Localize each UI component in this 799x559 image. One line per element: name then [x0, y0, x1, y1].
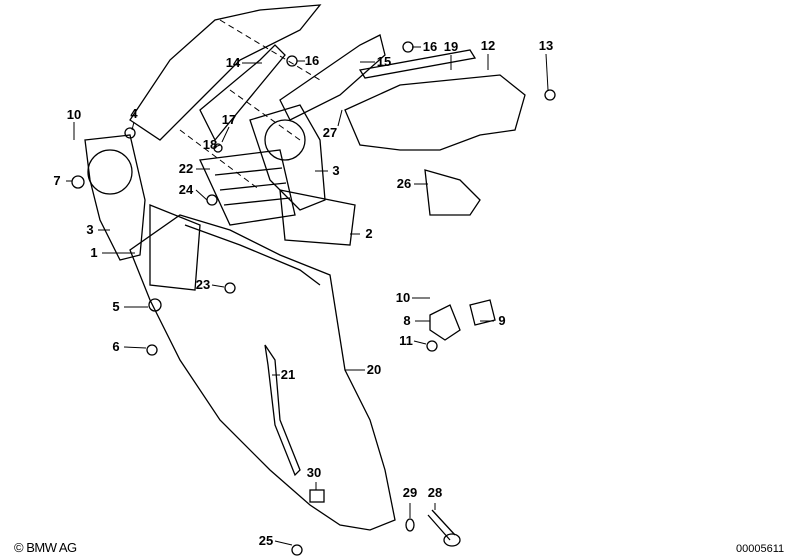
- speaker-bracket-right: [249, 104, 326, 211]
- part-label[interactable]: 3: [332, 163, 340, 178]
- part-label[interactable]: 27: [322, 125, 338, 140]
- part-label[interactable]: 8: [403, 313, 411, 328]
- part-label[interactable]: 21: [280, 367, 296, 382]
- part-label[interactable]: 16: [304, 53, 320, 68]
- part-label[interactable]: 5: [112, 299, 120, 314]
- part-label[interactable]: 19: [443, 39, 459, 54]
- part-label[interactable]: 25: [258, 533, 274, 548]
- part-label[interactable]: 10: [395, 290, 411, 305]
- part-label[interactable]: 23: [195, 277, 211, 292]
- part-label[interactable]: 11: [399, 333, 413, 348]
- rear-upper-trim: [129, 4, 322, 141]
- speaker-bracket-left: [84, 134, 146, 261]
- part-label[interactable]: 24: [178, 182, 194, 197]
- part-label[interactable]: 16: [422, 39, 438, 54]
- part-label[interactable]: 9: [498, 313, 506, 328]
- part-label[interactable]: 12: [480, 38, 496, 53]
- part-label[interactable]: 6: [112, 339, 120, 354]
- trim-1: [149, 204, 201, 291]
- bracket-8: [429, 304, 461, 341]
- part-label[interactable]: 2: [365, 226, 373, 241]
- part-label[interactable]: 22: [178, 161, 194, 176]
- part-label[interactable]: 30: [306, 465, 322, 480]
- cover-12: [344, 74, 526, 151]
- part-label[interactable]: 10: [66, 107, 82, 122]
- trim-strip-14: [199, 44, 286, 142]
- part-label[interactable]: 14: [225, 55, 241, 70]
- part-label[interactable]: 28: [427, 485, 443, 500]
- seal-21: [264, 344, 301, 477]
- clip-9: [469, 299, 496, 326]
- document-number: 00005611: [736, 543, 785, 555]
- part-label[interactable]: 18: [202, 137, 218, 152]
- part-label[interactable]: 17: [221, 112, 237, 127]
- part-label[interactable]: 20: [366, 362, 382, 377]
- cover-26: [424, 169, 481, 216]
- trim-strip-15: [279, 34, 386, 121]
- part-label[interactable]: 1: [90, 245, 98, 260]
- bolt-28: [427, 509, 456, 541]
- bracket-2: [279, 189, 356, 246]
- copyright-text: © BMW AG: [14, 540, 77, 555]
- part-label[interactable]: 29: [402, 485, 418, 500]
- side-trim-panel-20: [129, 214, 396, 531]
- seal-19: [358, 49, 477, 79]
- part-label[interactable]: 4: [130, 106, 138, 121]
- part-label[interactable]: 15: [376, 54, 392, 69]
- speaker-grille-22: [199, 149, 296, 226]
- part-label[interactable]: 26: [396, 176, 412, 191]
- part-label[interactable]: 13: [538, 38, 554, 53]
- part-label[interactable]: 7: [53, 173, 61, 188]
- part-label[interactable]: 3: [86, 222, 94, 237]
